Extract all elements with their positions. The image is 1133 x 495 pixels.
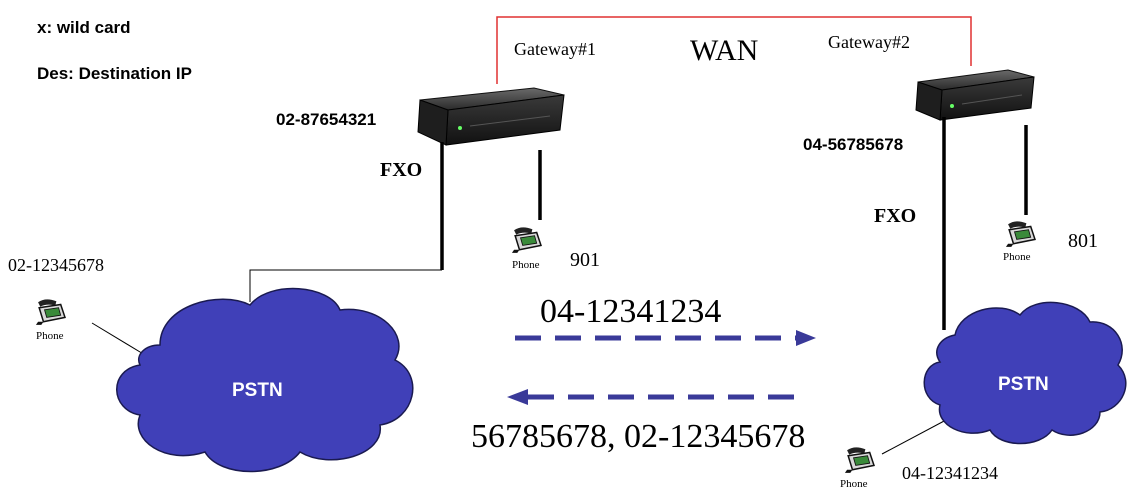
legend-wildcard: x: wild card [37,18,131,37]
extension-901-phone-icon: Phone [511,226,542,271]
left-pstn-phone-number: 02-12345678 [8,255,104,275]
gateway1-label: Gateway#1 [514,39,596,59]
wan-label: WAN [690,34,758,67]
extension-801-number: 801 [1068,230,1098,252]
outbound-dial-string: 04-12341234 [540,293,721,330]
gateway1-pstn-link [249,269,442,302]
inbound-flow-arrow [507,389,798,405]
right-pstn-phone-number: 04-12341234 [902,463,998,483]
left-pstn-label: PSTN [232,380,283,401]
left-pstn-phone-icon: Phone [35,298,66,342]
right-phone-link [881,419,947,455]
gateway1-number: 02-87654321 [276,110,376,129]
left-pstn-cloud: PSTN [116,287,414,473]
extension-801-phone-icon: Phone [1003,220,1036,263]
gateway2-label: Gateway#2 [828,32,910,52]
inbound-dial-string: 56785678, 02-12345678 [471,418,805,455]
gateway2-fxo-label: FXO [874,205,916,227]
gateway2-number: 04-56785678 [803,135,903,154]
outbound-flow-arrow [515,330,816,346]
right-pstn-phone-icon: Phone [840,446,875,490]
extension-801-phone-label: Phone [1003,251,1031,263]
left-phone-link [91,322,146,356]
gateway1-device [417,87,565,146]
right-pstn-label: PSTN [998,374,1049,395]
extension-901-phone-label: Phone [512,259,540,271]
extension-901-number: 901 [570,249,600,271]
right-pstn-phone-label: Phone [840,478,868,490]
left-pstn-phone-label: Phone [36,330,64,342]
right-pstn-cloud: PSTN [923,301,1127,445]
wan-link [496,16,972,84]
gateway1-fxo-label: FXO [380,159,422,181]
legend-destination: Des: Destination IP [37,64,192,83]
gateway2-device [915,69,1035,121]
